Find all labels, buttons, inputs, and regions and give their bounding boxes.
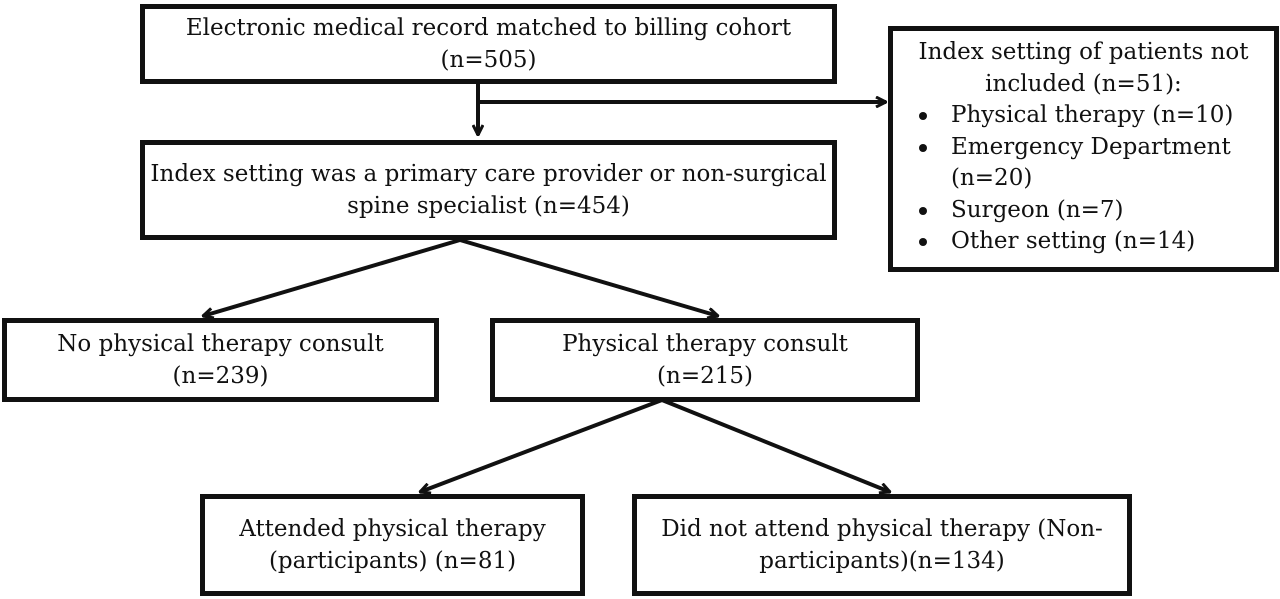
- arrow-index-to-no-pt: [203, 238, 461, 316]
- bullet-icon: [919, 143, 927, 152]
- exclusion-item-label: Other setting (n=14): [951, 228, 1196, 254]
- bullet-icon: [919, 112, 927, 120]
- not-attended-pt-count: participants)(n=134): [759, 548, 1005, 574]
- exclusion-item-other-setting: Other setting (n=14): [899, 226, 1268, 258]
- arrow-index-to-pt-consult: [459, 238, 718, 316]
- exclusion-item-label: Emergency Department: [951, 133, 1231, 160]
- index-setting-count: spine specialist (n=454): [347, 193, 630, 219]
- no-pt-consult-count: (n=239): [172, 363, 269, 389]
- bullet-icon: [919, 206, 927, 215]
- exclusion-item-surgeon: Surgeon (n=7): [899, 195, 1268, 227]
- exclusion-item-count: (n=20): [951, 165, 1033, 191]
- attended-pt-count: (participants) (n=81): [268, 548, 517, 574]
- emr-cohort-count: (n=505): [440, 47, 537, 73]
- exclusion-item-label: Physical therapy (n=10): [951, 102, 1234, 128]
- not-attended-pt-text: Did not attend physical therapy (Non-: [661, 516, 1103, 542]
- exclusion-list: Physical therapy (n=10) Emergency Depart…: [899, 100, 1268, 258]
- not-attended-pt-box: Did not attend physical therapy (Non- pa…: [632, 494, 1132, 596]
- arrow-pt-to-attended: [420, 398, 663, 492]
- exclusion-title: Index setting of patients not included (…: [899, 37, 1268, 100]
- pt-consult-count: (n=215): [657, 363, 753, 389]
- bullet-icon: [919, 238, 927, 246]
- index-setting-box: Index setting was a primary care provide…: [140, 140, 837, 240]
- attended-pt-box: Attended physical therapy (participants)…: [200, 494, 585, 596]
- pt-consult-box: Physical therapy consult (n=215): [490, 318, 920, 402]
- emr-cohort-box: Electronic medical record matched to bil…: [140, 4, 837, 84]
- exclusion-title-count: included (n=51):: [985, 70, 1182, 97]
- exclusion-item-emergency-department: Emergency Department (n=20): [899, 132, 1268, 195]
- exclusion-item-label: Surgeon (n=7): [951, 196, 1124, 223]
- no-pt-consult-text: No physical therapy consult: [57, 331, 384, 357]
- no-pt-consult-box: No physical therapy consult (n=239): [2, 318, 439, 402]
- pt-consult-text: Physical therapy consult: [562, 331, 848, 357]
- exclusion-box: Index setting of patients not included (…: [888, 26, 1279, 272]
- index-setting-text: Index setting was a primary care provide…: [150, 161, 827, 187]
- arrow-pt-to-not-attended: [661, 398, 890, 492]
- exclusion-item-physical-therapy: Physical therapy (n=10): [899, 100, 1268, 132]
- emr-cohort-text: Electronic medical record matched to bil…: [185, 15, 792, 41]
- exclusion-title-line: Index setting of patients not: [918, 39, 1249, 65]
- attended-pt-text: Attended physical therapy: [239, 516, 546, 542]
